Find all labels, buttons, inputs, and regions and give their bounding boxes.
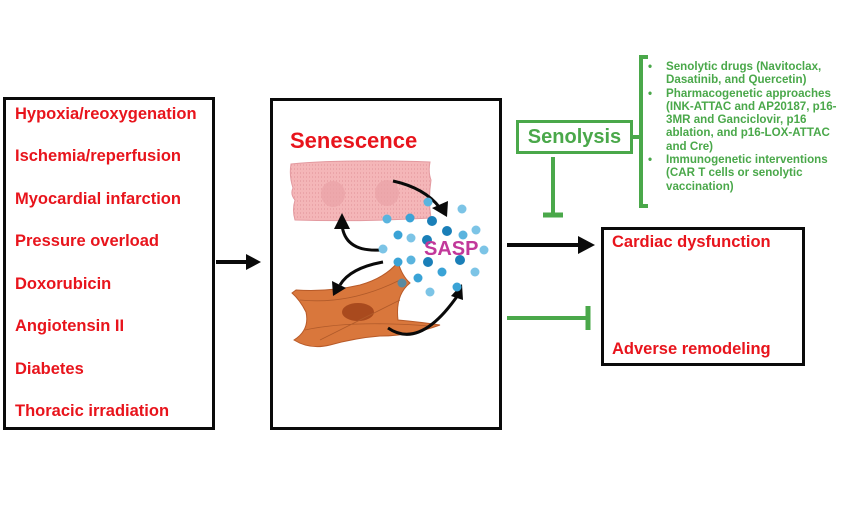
cause-item: Ischemia/reperfusion — [15, 147, 181, 165]
causes-box: Hypoxia/reoxygenation Ischemia/reperfusi… — [3, 97, 215, 430]
senescence-title: Senescence — [290, 128, 418, 153]
bullet-icon: • — [648, 60, 653, 73]
intervention-text: Senolytic drugs (Navitoclax, Dasatinib, … — [666, 60, 822, 87]
cause-item: Myocardial infarction — [15, 190, 181, 208]
intervention-text: Pharmacogenetic approaches (INK-ATTAC an… — [666, 86, 837, 153]
inhibition-senolysis-to-outcomes — [507, 306, 591, 330]
intervention-item: • Immunogenetic interventions (CAR T cell… — [648, 153, 848, 193]
cause-item: Doxorubicin — [15, 275, 112, 293]
intervention-item: • Senolytic drugs (Navitoclax, Dasatinib,… — [648, 60, 848, 87]
outcome-item: Cardiac dysfunction — [612, 233, 771, 251]
cause-item: Diabetes — [15, 360, 84, 378]
outcome-item: Adverse remodeling — [612, 340, 771, 358]
cardiomyocyte-illustration — [289, 160, 432, 222]
bullet-icon: • — [648, 153, 653, 167]
outcomes-box: Cardiac dysfunction Adverse remodeling — [601, 227, 805, 366]
senolysis-box: Senolysis — [516, 120, 633, 154]
inhibition-senolysis-to-senescence — [543, 157, 563, 218]
sasp-label: SASP — [424, 238, 479, 260]
arrow-causes-to-senescence — [216, 254, 261, 270]
cause-item: Hypoxia/reoxygenation — [15, 105, 197, 123]
senolysis-label: Senolysis — [527, 125, 622, 148]
cause-item: Angiotensin II — [15, 317, 125, 335]
cause-item: Pressure overload — [15, 232, 159, 250]
sasp-particles — [378, 197, 489, 297]
intervention-text: Immunogenetic interventions (CAR T cells… — [666, 153, 828, 193]
intervention-item: • Pharmacogenetic approaches (INK-ATTAC a… — [648, 87, 848, 153]
arrow-senescence-to-outcomes — [507, 236, 595, 254]
bullet-icon: • — [648, 86, 653, 100]
interventions-list: • Senolytic drugs (Navitoclax, Dasatinib,… — [648, 60, 848, 193]
cause-item: Thoracic irradiation — [15, 402, 170, 420]
senescence-box — [270, 98, 502, 430]
interventions-bracket — [633, 55, 648, 208]
